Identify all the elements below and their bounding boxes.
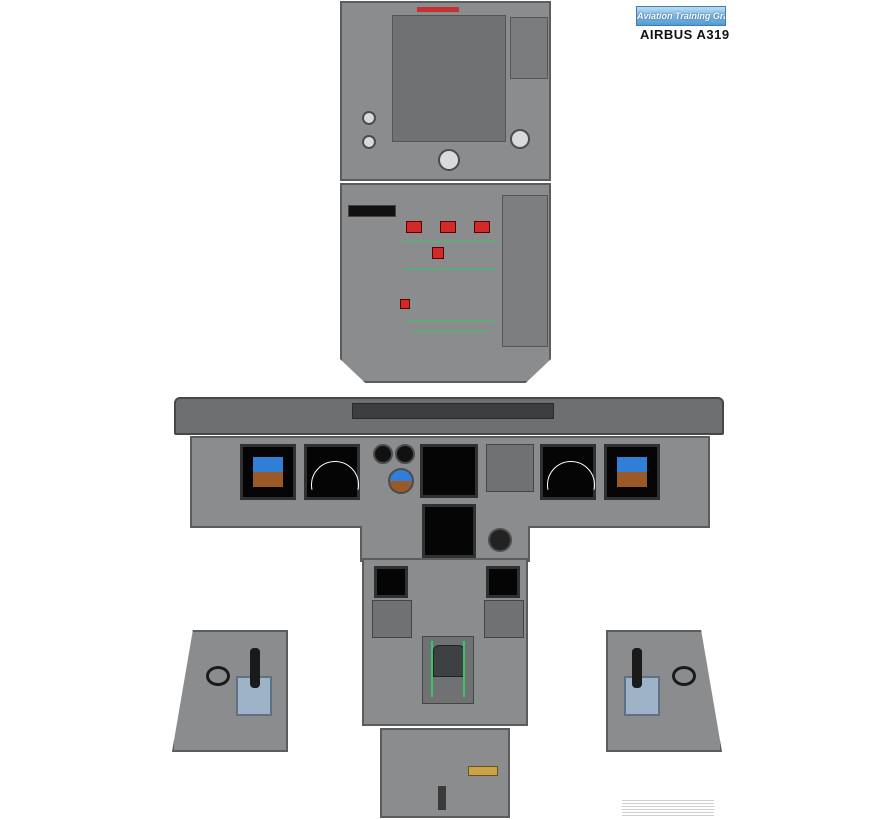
hydraulic-fire-button[interactable] [400,299,410,309]
lower-ecam-display [422,504,476,558]
standby-horizon [388,468,414,494]
overhead-knob-right[interactable] [510,129,530,149]
pedestal [362,558,528,726]
throttle-track-left [431,641,433,697]
standby-compass [488,528,512,552]
clock-and-gear-block [486,444,534,492]
first-officer-mcdu-screen [486,566,520,598]
copyright-fine-print [622,800,714,816]
captain-attitude-indicator [253,457,283,487]
overhead-knob-center[interactable] [438,149,460,171]
overhead-panel-main [340,183,551,383]
elec-bus-line-2 [404,269,496,270]
captain-nd-compass-arc [311,461,359,490]
fire-pushbutton-1[interactable] [406,221,422,233]
overhead-right-switch-block [510,17,548,79]
fcu-panel [352,403,554,419]
joystick-icon[interactable] [250,648,260,688]
joystick-icon[interactable] [632,648,642,688]
engine-fire-button[interactable] [432,247,444,259]
aft-pedestal-placard [468,766,498,776]
captain-side-console [172,630,288,752]
throttle-track-right [463,641,465,697]
adirs-display [348,205,396,217]
elec-bus-line-1 [402,241,498,242]
standby-altimeter [395,444,415,464]
first-officer-sidestick-base [624,676,660,716]
fire-pushbutton-3[interactable] [474,221,490,233]
elec-bus-line-3 [406,321,496,322]
glareshield [174,397,724,435]
captain-pfd [240,444,296,500]
first-officer-side-console [606,630,722,752]
aft-pedestal [380,728,510,818]
standby-airspeed-indicator [373,444,393,464]
cockpit-door-switch[interactable] [438,786,446,810]
aircraft-model-title: AIRBUS A319 [640,27,730,42]
thrust-lever-quadrant [422,636,474,704]
circuit-breaker-field [392,15,506,142]
aviation-training-graphics-logo: Aviation Training Graphics [636,6,726,26]
first-officer-mcdu-keypad[interactable] [484,600,524,638]
first-officer-tiller[interactable] [672,666,696,686]
throttle-icon[interactable] [433,645,465,677]
first-officer-nd-compass-arc [547,461,595,490]
center-panel [360,504,530,562]
overhead-panel-upper [340,1,551,181]
overhead-right-column [502,195,548,347]
fire-pushbutton-2[interactable] [440,221,456,233]
captain-mcdu-screen [374,566,408,598]
first-officer-pfd [604,444,660,500]
first-officer-nd [540,444,596,500]
main-instrument-panel [190,436,710,528]
captain-tiller[interactable] [206,666,230,686]
captain-mcdu-keypad[interactable] [372,600,412,638]
captain-nd [304,444,360,500]
elec-bus-line-4 [414,331,488,332]
overhead-knob-lower-left[interactable] [362,135,376,149]
overhead-knob-upper-left[interactable] [362,111,376,125]
overhead-warning-strip [417,7,459,12]
upper-ecam-display [420,444,478,498]
first-officer-attitude-indicator [617,457,647,487]
